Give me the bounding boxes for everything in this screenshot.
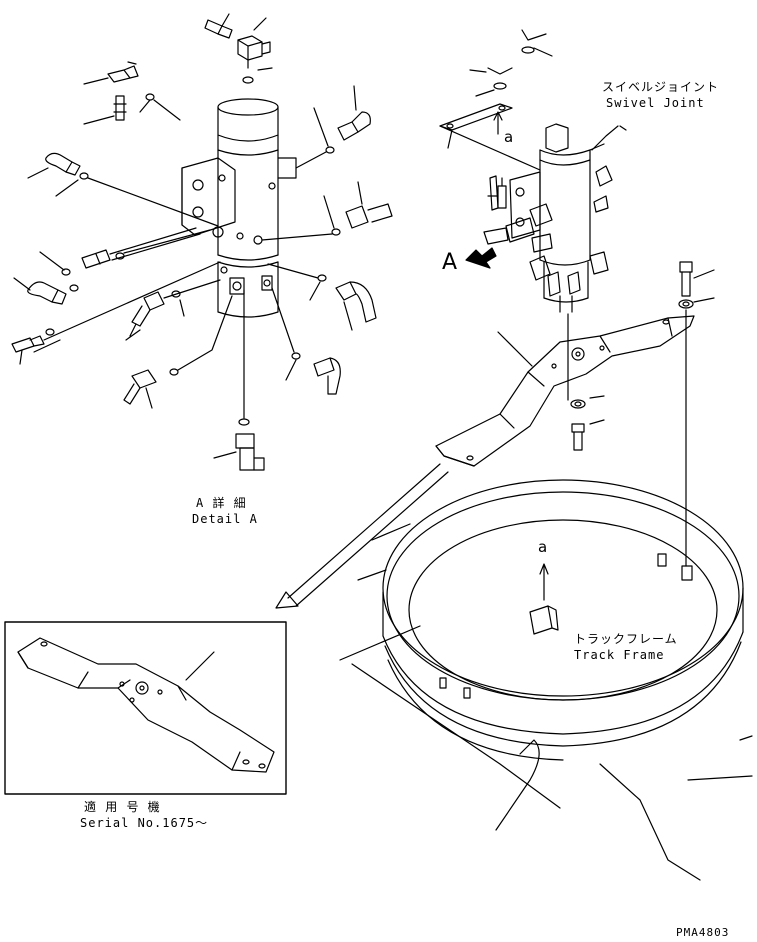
swivel-joint-assembly <box>439 29 619 401</box>
mounting-bracket <box>435 261 715 567</box>
view-arrow-label: A <box>442 250 458 275</box>
reference-a-lower: a <box>538 538 548 556</box>
detail-a-left-fittings <box>11 152 221 365</box>
detail-a-right-fittings <box>261 85 393 395</box>
detail-a-lower-fittings <box>123 279 265 471</box>
drawing-number: PMA4803 <box>676 926 730 939</box>
serial-label-jp: 適 用 号 機 <box>84 800 161 814</box>
serial-variant-inset <box>4 621 287 795</box>
reference-a-upper: a <box>504 128 514 146</box>
detail-a-label-jp: A 詳 細 <box>196 496 247 510</box>
detail-a-label-en: Detail A <box>192 512 258 526</box>
detail-a-top-fittings <box>83 13 273 125</box>
reference-arrow <box>275 463 449 609</box>
track-frame-label-jp: トラックフレーム <box>574 632 678 646</box>
detail-a-swivel-joint-body <box>181 98 297 318</box>
swivel-joint-label-jp: スイベルジョイント <box>602 80 720 94</box>
leader-ticks <box>439 125 627 171</box>
serial-label-en: Serial No.1675～ <box>80 816 209 830</box>
swivel-joint-label-en: Swivel Joint <box>606 96 705 110</box>
track-frame-label-en: Track Frame <box>574 648 665 662</box>
track-frame-ring <box>339 479 753 881</box>
